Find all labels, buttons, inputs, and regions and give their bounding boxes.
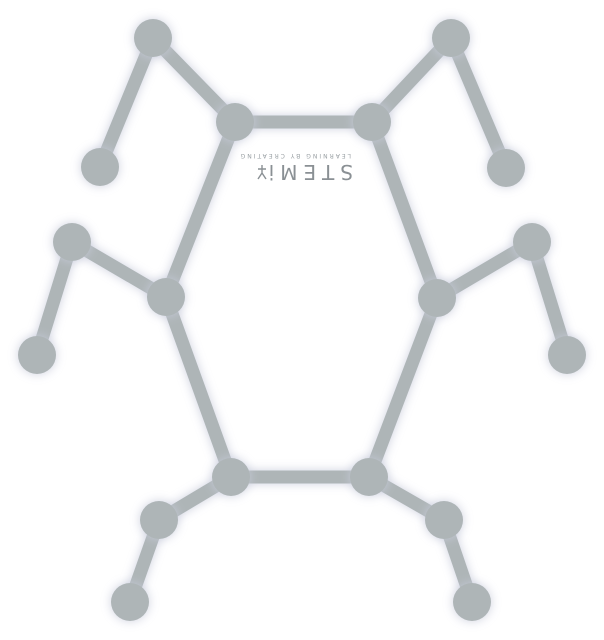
node-knee-front-right <box>432 19 470 57</box>
edge-body-upper-left <box>159 115 242 304</box>
edges-group <box>30 31 574 609</box>
edge-leg-middle-left-b <box>30 235 79 362</box>
edge-leg-front-left-b <box>93 31 160 174</box>
node-foot-rear-right <box>453 583 491 621</box>
edge-leg-front-right-b <box>444 31 513 175</box>
node-foot-rear-left <box>111 583 149 621</box>
node-knee-middle-right <box>513 223 551 261</box>
edge-leg-front-right-a <box>365 31 458 129</box>
node-foot-front-left <box>81 148 119 186</box>
node-body-middle-right <box>418 279 456 317</box>
node-body-bottom-right <box>350 458 388 496</box>
nodes-group <box>18 19 586 621</box>
edge-body-lower-left <box>159 290 238 484</box>
logo-title: STEMi <box>262 160 353 184</box>
node-foot-front-right <box>487 149 525 187</box>
logo-mark-icon <box>257 165 267 180</box>
node-foot-middle-right <box>548 336 586 374</box>
node-knee-rear-right <box>425 501 463 539</box>
node-knee-front-left <box>134 19 172 57</box>
node-body-top-right <box>353 103 391 141</box>
node-body-middle-left <box>147 278 185 316</box>
stemi-logo: STEMi LEARNING BY CREATING <box>239 147 353 184</box>
logo-tagline: LEARNING BY CREATING <box>238 152 351 159</box>
node-body-top-left <box>216 103 254 141</box>
edge-body-lower-right <box>362 291 444 484</box>
edge-leg-middle-right-b <box>525 235 574 362</box>
node-knee-middle-left <box>53 223 91 261</box>
node-knee-rear-left <box>140 501 178 539</box>
edge-body-upper-right <box>365 115 444 305</box>
node-foot-middle-left <box>18 336 56 374</box>
edge-leg-front-left-a <box>146 31 242 129</box>
node-body-bottom-left <box>212 458 250 496</box>
